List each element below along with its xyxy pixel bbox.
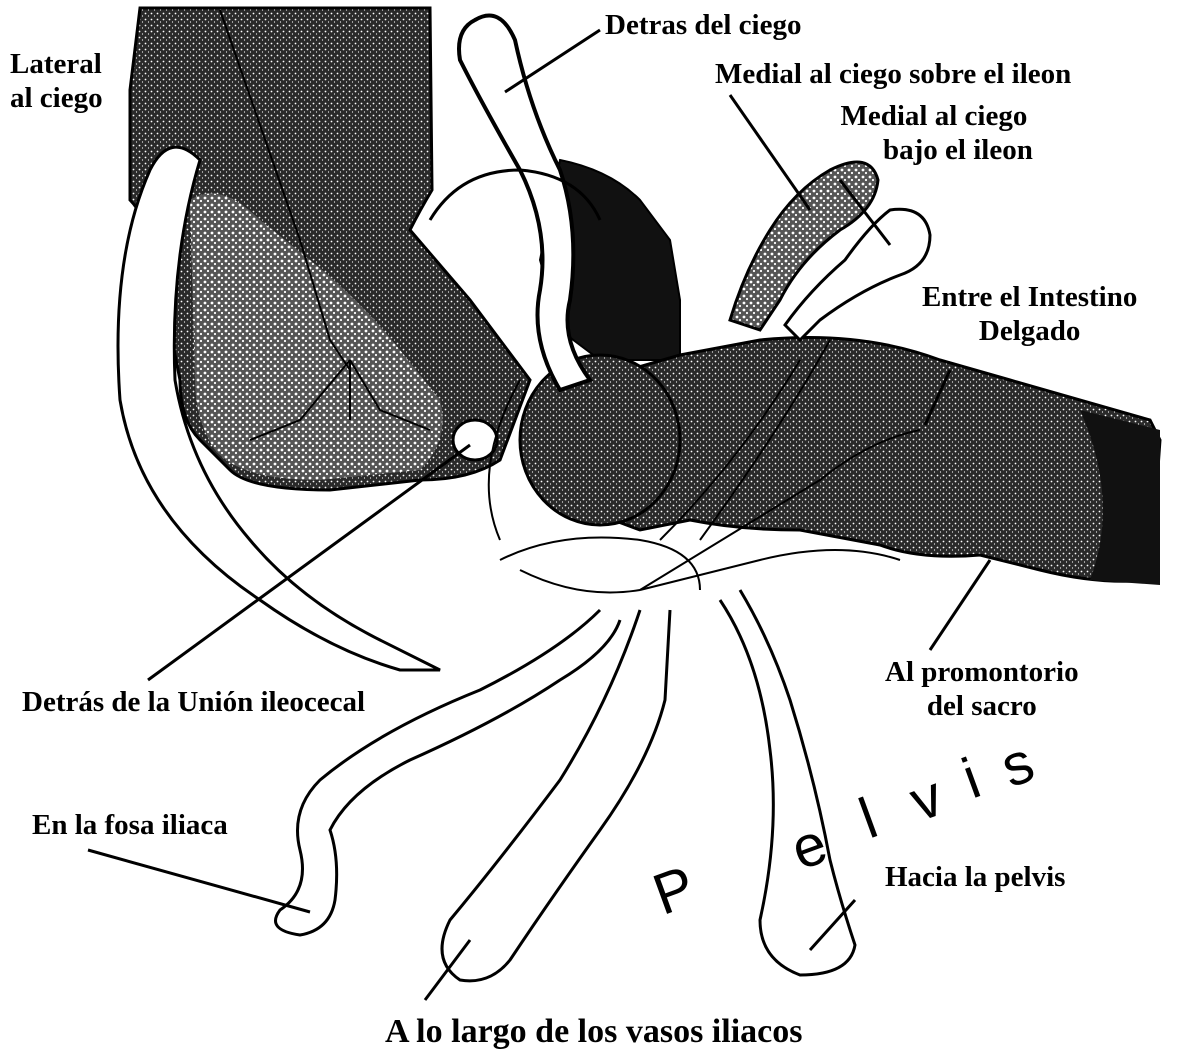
leader-medial-sobre — [730, 95, 810, 210]
label-entre-intestino: Entre el Intestino Delgado — [922, 280, 1137, 348]
label-lateral-ciego-line-1: Lateral — [10, 47, 103, 81]
label-promontorio-sacro: Al promontorio del sacro — [885, 655, 1079, 723]
ileocecal-junction — [520, 355, 680, 525]
label-vasos-iliacos: A lo largo de los vasos iliacos — [385, 1012, 802, 1052]
label-promontorio-line-1: Al promontorio — [885, 655, 1079, 689]
label-promontorio-line-2: del sacro — [885, 689, 1079, 723]
label-fosa-iliaca: En la fosa iliaca — [32, 808, 228, 842]
leader-fosa-iliaca — [88, 850, 310, 912]
label-medial-bajo-line-2: bajo el ileon — [835, 133, 1033, 167]
label-medial-bajo-ileon: Medial al ciego bajo el ileon — [835, 99, 1033, 167]
appendix-iliac-vessels — [442, 610, 670, 981]
appendix-pelvic — [720, 590, 855, 975]
label-entre-intestino-line-2: Delgado — [922, 314, 1137, 348]
label-lateral-ciego: Lateral al ciego — [10, 47, 103, 115]
leader-vasos-iliacos — [425, 940, 470, 1000]
label-hacia-pelvis: Hacia la pelvis — [885, 860, 1065, 894]
label-medial-sobre-ileon: Medial al ciego sobre el ileon — [715, 57, 1071, 91]
appendix-iliac-fossa — [276, 610, 621, 935]
label-lateral-ciego-line-2: al ciego — [10, 81, 103, 115]
label-detras-union-ileocecal: Detrás de la Unión ileocecal — [22, 685, 365, 719]
label-detras-ciego: Detras del ciego — [605, 8, 802, 42]
label-entre-intestino-line-1: Entre el Intestino — [922, 280, 1137, 314]
label-medial-bajo-line-1: Medial al ciego — [835, 99, 1033, 133]
leader-promontorio — [930, 560, 990, 650]
